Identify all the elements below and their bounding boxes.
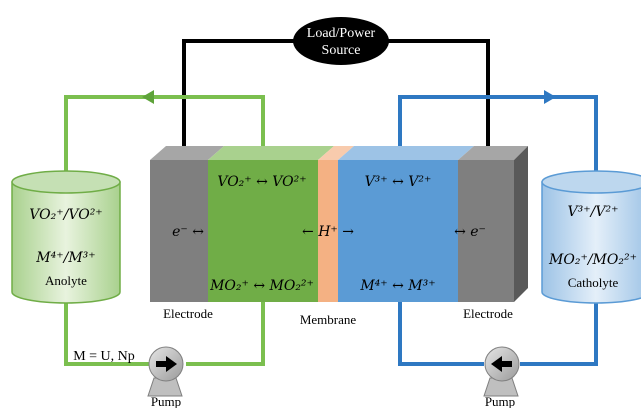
anolyte-tank: VO₂⁺/VO²⁺ M⁴⁺/M³⁺ Anolyte: [11, 170, 121, 304]
pump-arrow-right-icon: [156, 356, 177, 372]
left-electrode: [150, 160, 208, 302]
pump-arrow-left-icon: [491, 356, 512, 372]
anolyte-flow-loop: [64, 90, 265, 366]
membrane-label: Membrane: [300, 312, 357, 327]
metal-note: M = U, Np: [73, 349, 135, 364]
catholyte-label: Catholyte: [568, 275, 619, 290]
catholyte-couple-metal: MO₂⁺/MO₂²⁺: [548, 252, 637, 268]
right-pump-label: Pump: [485, 394, 515, 408]
right-pump: Pump: [483, 346, 520, 408]
catholyte-reaction-metal: M⁴⁺ ↔ M³⁺: [359, 278, 435, 294]
load-label-line1: Load/Power: [307, 26, 376, 41]
left-electrode-label: Electrode: [163, 306, 213, 321]
catholyte-reaction-vanadium: V³⁺ ↔ V²⁺: [365, 174, 432, 190]
load-label-line2: Source: [322, 43, 361, 58]
membrane: [318, 160, 338, 302]
proton-transfer: ← H⁺ →: [302, 224, 354, 240]
right-electrode: [458, 160, 514, 302]
anolyte-reaction-vanadium: VO₂⁺ ↔ VO²⁺: [217, 174, 306, 190]
flow-cell: VO₂⁺ ↔ VO²⁺ MO₂⁺ ↔ MO₂²⁺ V³⁺ ↔ V²⁺ M⁴⁺ ↔…: [150, 146, 528, 302]
external-circuit-wires: [182, 39, 490, 149]
catholyte-compartment: [338, 160, 458, 302]
flow-arrow-right-icon: [544, 90, 556, 104]
flow-arrow-left-icon: [142, 90, 154, 104]
left-pump: Pump: [147, 346, 184, 408]
right-electron-transfer: ↔ e⁻: [454, 224, 486, 240]
anolyte-reaction-metal: MO₂⁺ ↔ MO₂²⁺: [209, 278, 314, 294]
catholyte-tank: V³⁺/V²⁺ MO₂⁺/MO₂²⁺ Catholyte: [541, 170, 641, 304]
load-power-source: Load/Power Source: [293, 17, 389, 65]
anolyte-couple-vanadium: VO₂⁺/VO²⁺: [29, 207, 102, 223]
catholyte-flow-loop: [398, 90, 598, 366]
right-electrode-label: Electrode: [463, 306, 513, 321]
left-electron-transfer: e⁻ ↔: [172, 224, 204, 240]
catholyte-couple-vanadium: V³⁺/V²⁺: [568, 204, 619, 220]
anolyte-compartment: [208, 160, 318, 302]
left-pump-label: Pump: [151, 394, 181, 408]
anolyte-label: Anolyte: [45, 273, 87, 288]
anolyte-couple-metal: M⁴⁺/M³⁺: [35, 250, 95, 266]
